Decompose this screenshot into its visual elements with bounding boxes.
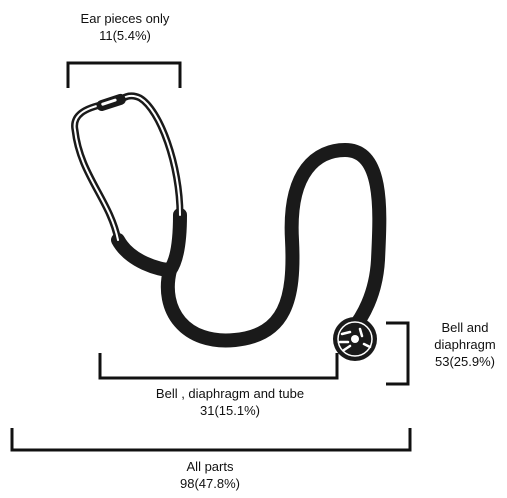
all-parts-value: 98(47.8%) (130, 475, 290, 492)
bell-diaphragm-tube-bracket (100, 353, 337, 378)
bell-diaphragm-label: Bell and diaphragm 53(25.9%) (425, 319, 505, 370)
stethoscope-icon (75, 93, 380, 361)
y-junction (118, 215, 180, 270)
bell-diaphragm-name-line2: diaphragm (425, 336, 505, 353)
all-parts-name: All parts (130, 458, 290, 475)
bell-diaphragm-name-line1: Bell and (425, 319, 505, 336)
bell-diaphragm-value: 53(25.9%) (425, 353, 505, 370)
chest-piece (333, 317, 377, 361)
ear-tips (95, 93, 127, 113)
all-parts-bracket (12, 428, 410, 450)
bell-diaphragm-bracket (386, 323, 408, 384)
tubing (168, 150, 380, 340)
ear-pieces-value: 11(5.4%) (50, 27, 200, 44)
ear-pieces-bracket (68, 63, 180, 88)
bell-diaphragm-tube-name: Bell , diaphragm and tube (120, 385, 340, 402)
ear-pieces-name: Ear pieces only (50, 10, 200, 27)
all-parts-label: All parts 98(47.8%) (130, 458, 290, 492)
ear-pieces-label: Ear pieces only 11(5.4%) (50, 10, 200, 44)
bell-diaphragm-tube-value: 31(15.1%) (120, 402, 340, 419)
bell-diaphragm-tube-label: Bell , diaphragm and tube 31(15.1%) (120, 385, 340, 419)
